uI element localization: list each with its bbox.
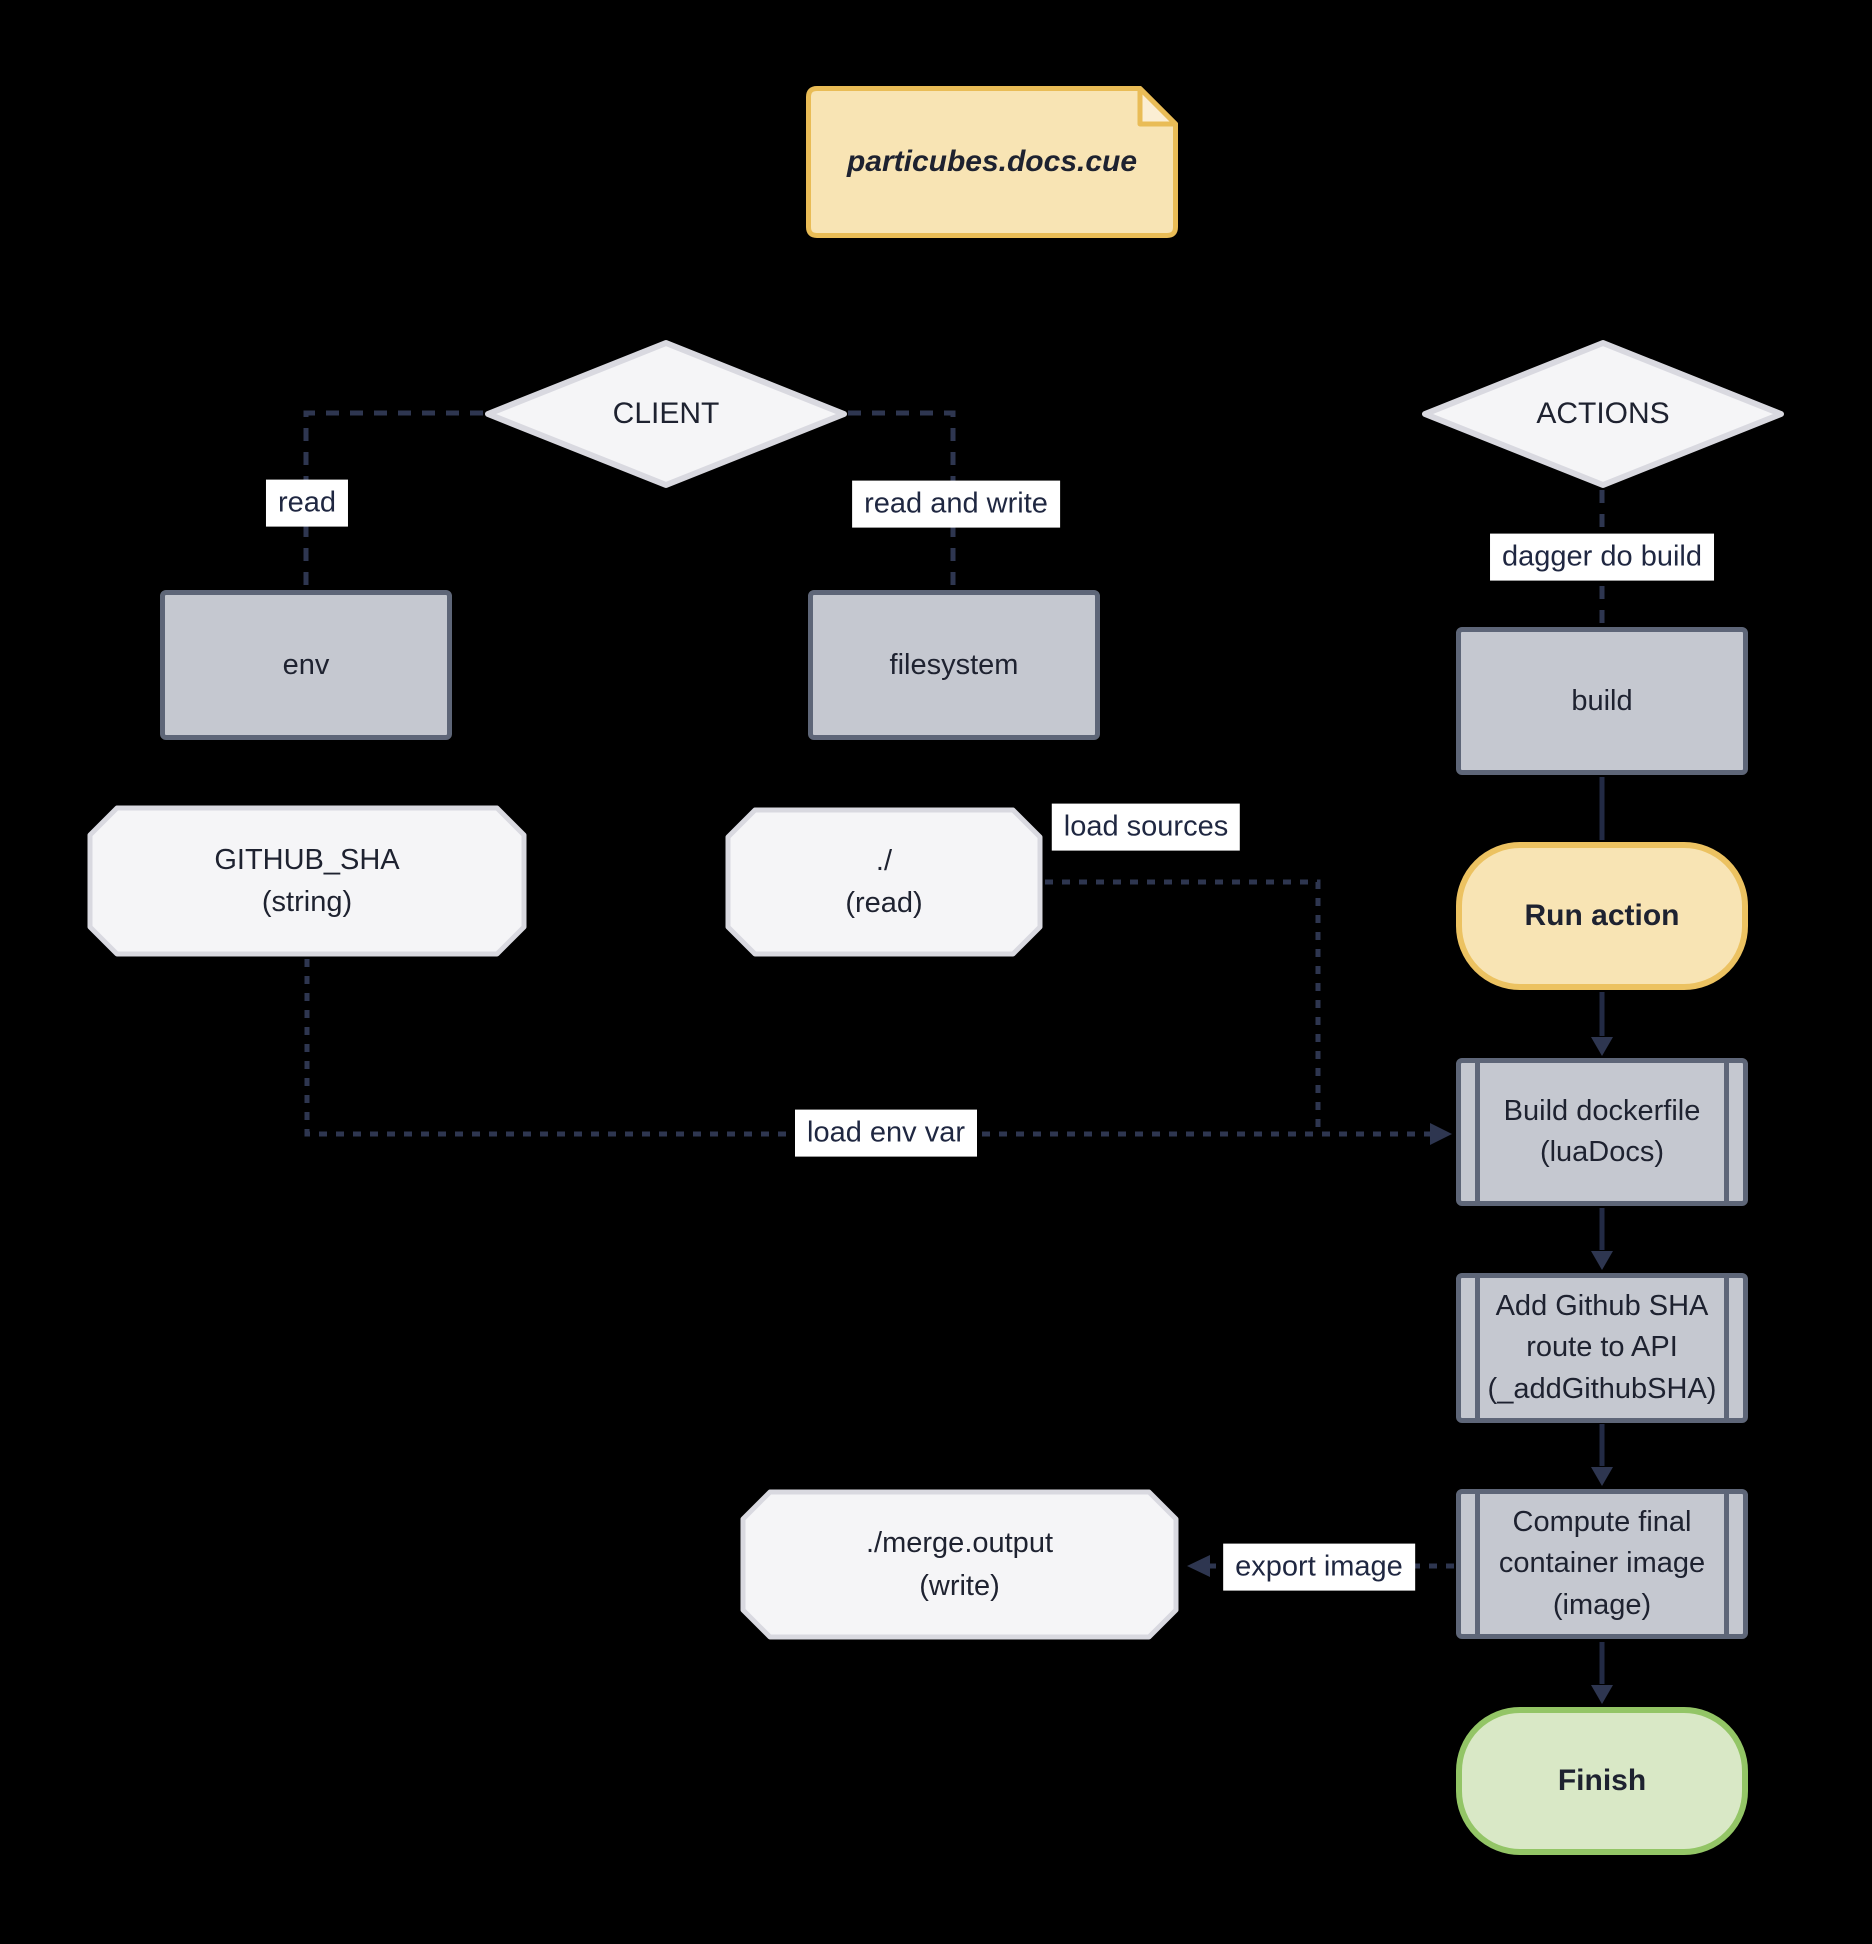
decision-actions-shape: [1422, 340, 1784, 488]
subroutine-right-bar: [1724, 1494, 1729, 1634]
note-folded-corner-icon: [1137, 86, 1178, 127]
subroutine-left-bar: [1475, 1494, 1480, 1634]
edge-label-load-env-var: load env var: [795, 1109, 977, 1157]
edge-label-export-image: export image: [1223, 1543, 1415, 1591]
edge-label-read-and-write: read and write: [852, 480, 1060, 528]
edge-localdir-builddockerfile: [1045, 879, 1321, 1132]
arrowhead-exportimage: [1187, 1555, 1210, 1577]
edge-githubsha-builddockerfile: [304, 959, 1430, 1137]
node-add-github-sha-label: Add Github SHA route to API (_addGithubS…: [1487, 1290, 1717, 1405]
arrowhead-loadenvvar: [1430, 1123, 1452, 1145]
node-build-dockerfile-label: Build dockerfile (luaDocs): [1503, 1094, 1701, 1168]
edge-label-read: read: [265, 479, 349, 527]
edge-label-load-sources: load sources: [1051, 803, 1241, 851]
node-local-dir-shape: [725, 807, 1043, 957]
node-add-github-sha: Add Github SHA route to API (_addGithubS…: [1456, 1273, 1748, 1423]
node-build: build: [1456, 627, 1748, 775]
note-shape: [806, 86, 1178, 238]
node-compute-image: Compute final container image (image): [1456, 1489, 1748, 1639]
node-github-sha-shape: [87, 805, 527, 957]
node-compute-image-label: Compute final container image (image): [1498, 1506, 1706, 1621]
subroutine-left-bar: [1475, 1063, 1480, 1201]
arrowhead-compute-finish: [1591, 1685, 1613, 1704]
subroutine-left-bar: [1475, 1278, 1480, 1418]
node-env: env: [160, 590, 452, 740]
edge-client-filesystem: [848, 410, 956, 588]
arrowhead-addsha-compute: [1591, 1467, 1613, 1486]
node-filesystem: filesystem: [808, 590, 1100, 740]
decision-client-shape: [485, 340, 847, 488]
node-merge-output-shape: [740, 1489, 1179, 1640]
note-body: [806, 86, 1178, 238]
subroutine-right-bar: [1724, 1063, 1729, 1201]
node-finish: Finish: [1456, 1707, 1748, 1855]
subroutine-right-bar: [1724, 1278, 1729, 1418]
node-build-dockerfile: Build dockerfile (luaDocs): [1456, 1058, 1748, 1206]
arrowhead-builddockerfile-addsha: [1591, 1251, 1613, 1270]
node-run-action: Run action: [1456, 842, 1748, 990]
arrowhead-runaction-builddockerfile: [1591, 1037, 1613, 1056]
edge-client-env: [303, 410, 483, 588]
edge-label-dagger-do-build: dagger do build: [1490, 533, 1714, 581]
